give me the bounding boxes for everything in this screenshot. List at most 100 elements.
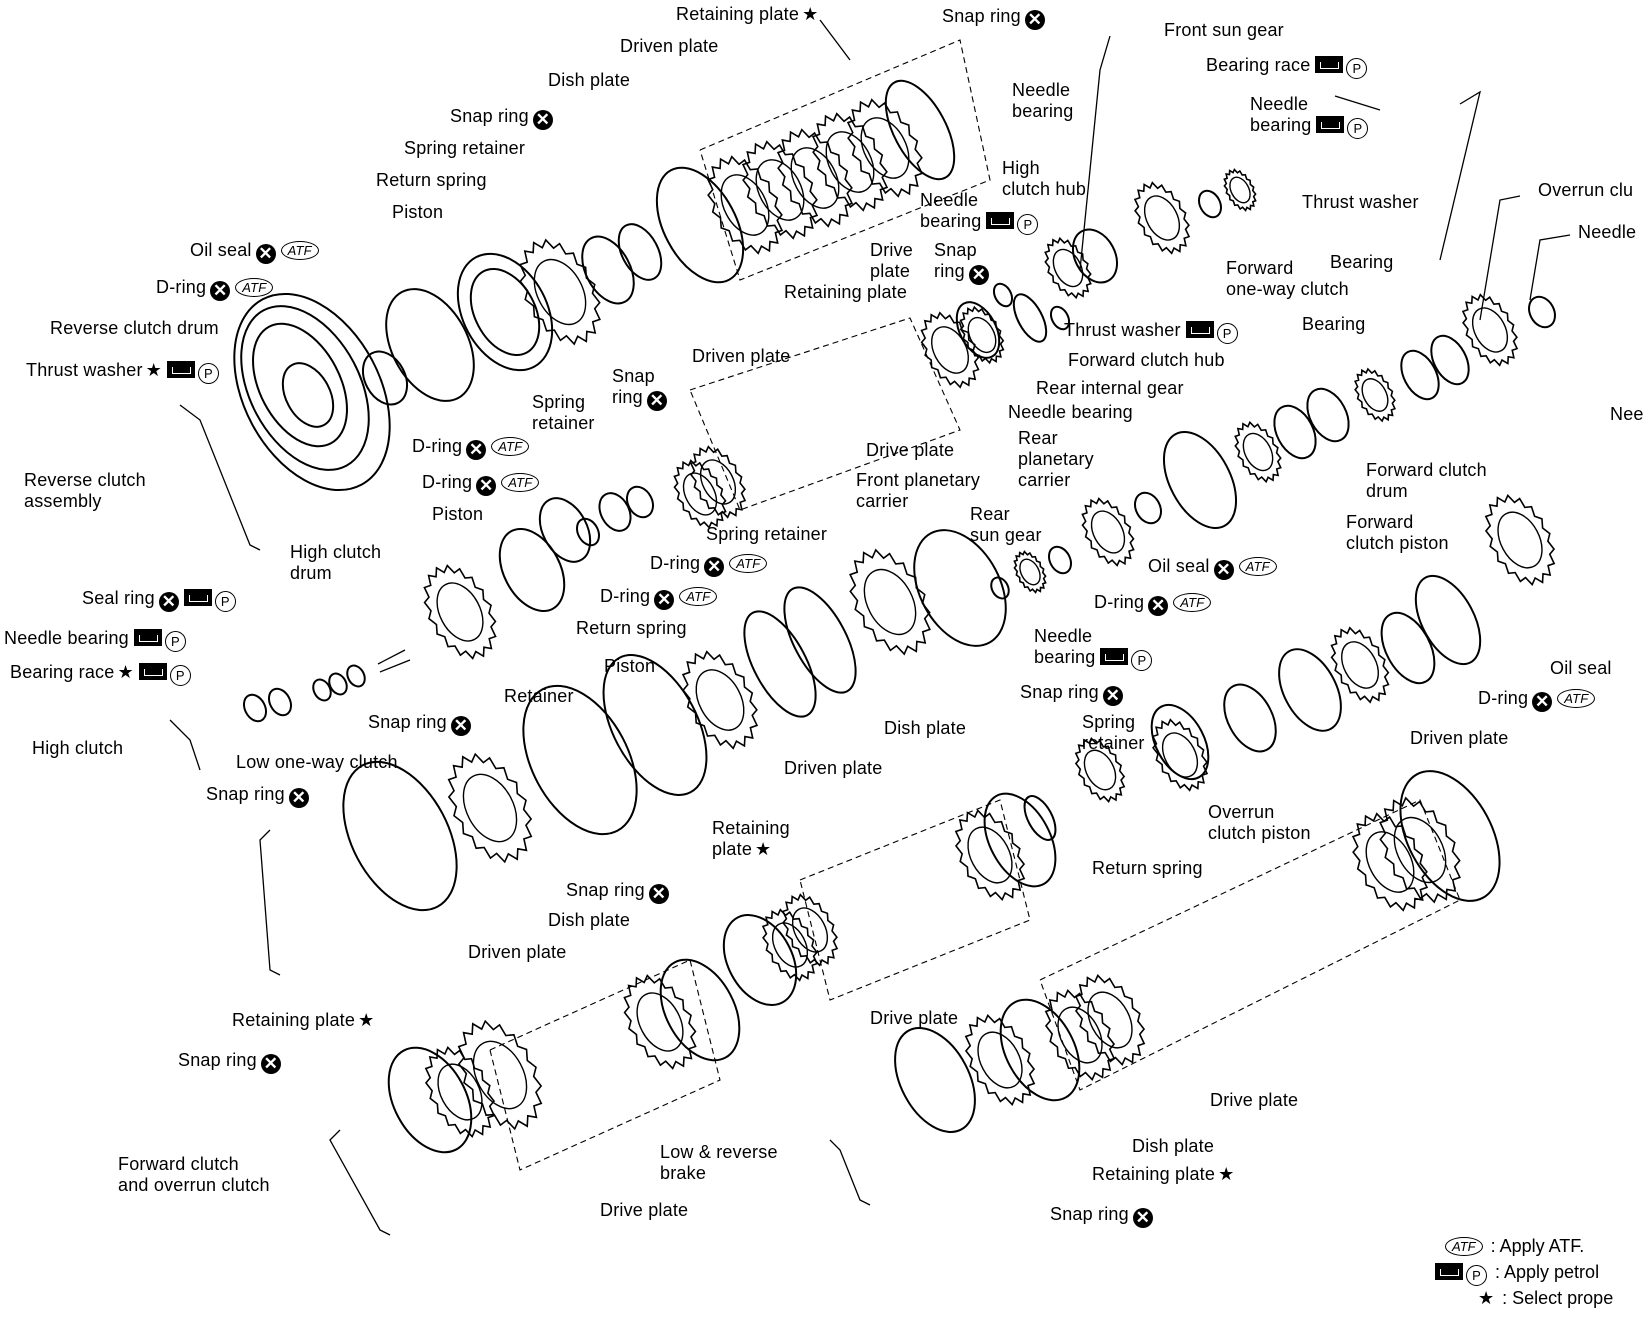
label-thrust-washer-top: Thrust washer — [1302, 192, 1419, 213]
overrun-clutch-piston — [1151, 718, 1209, 792]
label-retaining-plate-top: Retaining plate★ — [676, 4, 818, 25]
snap-ring-4 — [626, 485, 654, 519]
d-ring-right — [1414, 574, 1482, 666]
rear-internal-gear — [1162, 430, 1238, 530]
retainer — [602, 654, 708, 796]
do-not-reuse-icon: ✕ — [532, 110, 553, 130]
do-not-reuse-icon: ✕ — [210, 281, 231, 301]
label-text: Dish plate — [548, 70, 631, 90]
snap-ring-3 — [1012, 293, 1048, 343]
leader-needle-bearing-b — [1334, 95, 1381, 111]
driven-plate-right-bore — [1087, 991, 1133, 1049]
label-text: Drive plate — [870, 1008, 959, 1028]
atf-icon: ATF — [501, 473, 540, 492]
label-snap-ring-5: Snap ring✕ — [1020, 682, 1123, 706]
needle-right — [1528, 295, 1556, 329]
piston-mid — [498, 527, 566, 613]
label-text: High clutch — [32, 738, 124, 758]
driven-plate-far — [1379, 796, 1461, 904]
label-forward-clutch-drum: Forward clutch drum — [1366, 460, 1487, 502]
label-text: Return spring — [1092, 858, 1203, 878]
label-text: Rear internal gear — [1036, 378, 1184, 398]
retaining-plate-bore — [860, 117, 910, 179]
label-text: Return spring — [376, 170, 487, 190]
label-rear-planetary: Rear planetary carrier — [1018, 428, 1094, 491]
atf-icon: ATF — [1445, 1237, 1483, 1256]
bracket-reverse-clutch — [179, 404, 261, 551]
label-drive-plate-2: Drive plate — [866, 440, 954, 461]
forward-clutch-drum-bore — [1497, 511, 1543, 569]
snap-ring-small — [312, 678, 332, 702]
leader-needle — [1529, 234, 1571, 301]
label-retaining-plate-5: Retaining plate★ — [1092, 1164, 1234, 1185]
oil-seal-right — [1278, 648, 1342, 732]
label-text: Snap ring — [178, 1050, 257, 1070]
petrol-p-icon: P — [1346, 58, 1368, 79]
label-snap-ring-6: Snap ring✕ — [368, 712, 471, 736]
label-front-sun-gear: Front sun gear — [1164, 20, 1284, 41]
shaft — [379, 659, 411, 673]
label-forward-clutch-hub: Forward clutch hub — [1068, 350, 1225, 371]
do-not-reuse-icon: ✕ — [158, 592, 179, 612]
drive-plate-far-bore — [1365, 831, 1415, 893]
drive-plate-bore — [825, 131, 875, 193]
label-driven-plate-3: Driven plate — [1410, 728, 1508, 749]
reverse-clutch-drum-ring — [252, 322, 348, 448]
piston-low-bore — [695, 669, 745, 731]
driven-plate-middle-bore — [699, 459, 737, 505]
d-ring-small — [575, 517, 601, 547]
label-rear-internal-gear: Rear internal gear — [1036, 378, 1184, 399]
label-needle-bearing-f: Needle bearing P — [4, 628, 186, 652]
label-forward-clutch-piston: Forward clutch piston — [1346, 512, 1449, 554]
rear-sun-gear — [1013, 550, 1047, 594]
do-not-reuse-icon: ✕ — [1148, 596, 1169, 616]
front-planetary-carrier-bore — [863, 568, 917, 636]
assembly-box-right — [1039, 799, 1461, 1091]
label-text: Return spring — [576, 618, 687, 638]
label-forward-overrun: Forward clutch and overrun clutch — [118, 1154, 270, 1196]
d-ring-5 — [1223, 683, 1277, 753]
label-reverse-clutch-drum: Reverse clutch drum — [50, 318, 219, 339]
atf-icon: ATF — [1238, 557, 1277, 576]
label-text: High clutch hub — [1002, 158, 1087, 199]
overrun-clutch-piston-bore — [1161, 732, 1199, 778]
do-not-reuse-icon: ✕ — [466, 440, 487, 460]
driven-plate-bore — [720, 174, 770, 236]
front-sun-gear-bore — [1143, 195, 1181, 241]
label-driven-plate-top: Driven plate — [620, 36, 718, 57]
drive-plate-bore — [790, 147, 840, 209]
drive-plate-far — [1351, 812, 1429, 912]
do-not-reuse-icon: ✕ — [450, 716, 471, 736]
petrol-p-icon: P — [164, 631, 186, 652]
atf-icon: ATF — [679, 587, 718, 606]
snap-ring — [617, 223, 663, 281]
label-text: Needle bearing — [920, 190, 982, 231]
leader-front-sun-gear — [1079, 35, 1111, 271]
label-text: Forward clutch drum — [1366, 460, 1487, 501]
drive-plate — [811, 112, 889, 212]
retaining-plate-2 — [920, 311, 980, 389]
label-text: Needle bearing — [4, 628, 129, 648]
thrust-washer — [1071, 228, 1119, 284]
label-drive-plate-4: Drive plate — [1210, 1090, 1298, 1111]
label-text: D-ring — [1478, 688, 1529, 708]
label-text: Rear planetary carrier — [1018, 428, 1094, 490]
label-text: Needle bearing — [1250, 94, 1312, 135]
atf-icon: ATF — [235, 278, 274, 297]
label-high-clutch-hub: High clutch hub — [1002, 158, 1086, 200]
petrol-p-icon: P — [1017, 214, 1039, 235]
label-text: Retaining plate — [676, 4, 800, 24]
label-text: Snap ring — [934, 240, 977, 281]
label-text: Nee — [1610, 404, 1644, 424]
label-thrust-washer-3: Thrust washer★P — [26, 360, 219, 384]
do-not-reuse-icon: ✕ — [654, 590, 675, 610]
petroleum-jelly-icon — [138, 663, 167, 680]
petroleum-jelly-icon — [1185, 321, 1214, 338]
label-piston-1: Piston — [392, 202, 443, 223]
high-clutch-hub-bore — [1052, 248, 1084, 288]
front-planetary-carrier — [849, 548, 931, 656]
label-rear-sun-gear: Rear sun gear — [970, 504, 1042, 546]
label-text: Overrun clu — [1538, 180, 1634, 200]
bracket-low-reverse — [829, 1139, 871, 1206]
